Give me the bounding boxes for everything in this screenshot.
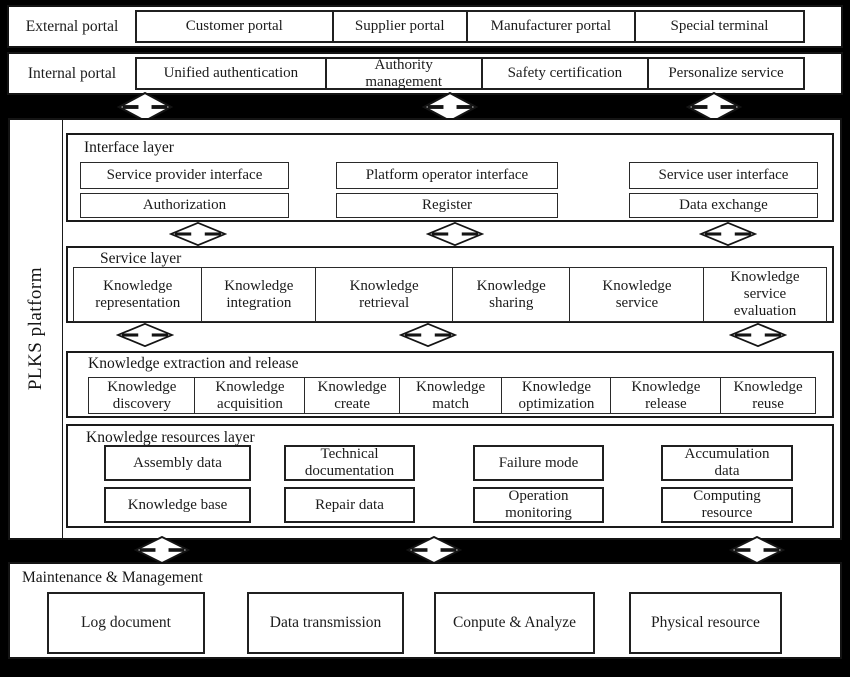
box-knowledge-representation: Knowledge representation <box>73 267 203 322</box>
box-knowledge-create: Knowledge create <box>304 377 401 414</box>
box-authority-management: Authority management <box>324 57 483 90</box>
box-authorization: Authorization <box>80 193 289 218</box>
box-knowledge-integration: Knowledge integration <box>201 267 317 322</box>
service-layer-row: Knowledge representation Knowledge integ… <box>73 267 827 322</box>
box-knowledge-service: Knowledge service <box>569 267 705 322</box>
box-operation-monitoring: Operation monitoring <box>473 487 604 523</box>
external-portal-section: External portal Customer portal Supplier… <box>7 5 843 48</box>
double-arrow-icon <box>729 536 785 564</box>
maintenance-section: Maintenance & Management Log document Da… <box>8 562 842 659</box>
box-knowledge-sharing: Knowledge sharing <box>451 267 571 322</box>
layer-connector-icon <box>729 323 787 347</box>
box-knowledge-retrieval: Knowledge retrieval <box>315 267 454 322</box>
box-service-user-interface: Service user interface <box>629 162 818 189</box>
box-unified-authentication: Unified authentication <box>135 57 327 90</box>
plks-platform-container: PLKS platform Interface layer Service pr… <box>8 118 842 540</box>
double-arrow-icon <box>406 536 462 564</box>
internal-portal-boxes: Unified authentication Authority managem… <box>135 57 805 90</box>
box-manufacturer-portal: Manufacturer portal <box>465 10 636 43</box>
box-conpute-analyze: Conpute & Analyze <box>434 592 595 654</box>
box-register: Register <box>336 193 558 218</box>
internal-portal-label: Internal portal <box>27 64 117 82</box>
box-computing-resource: Computing resource <box>661 487 793 523</box>
layer-connector-icon <box>399 323 457 347</box>
service-layer-label: Service layer <box>100 250 182 267</box>
box-knowledge-acquisition: Knowledge acquisition <box>194 377 306 414</box>
box-safety-certification: Safety certification <box>480 57 649 90</box>
layer-connector-icon <box>169 222 227 246</box>
maintenance-label: Maintenance & Management <box>22 569 203 586</box>
resources-layer-label: Knowledge resources layer <box>86 429 255 446</box>
external-portal-boxes: Customer portal Supplier portal Manufact… <box>135 10 805 43</box>
box-customer-portal: Customer portal <box>135 10 334 43</box>
internal-portal-section: Internal portal Unified authentication A… <box>7 52 843 95</box>
box-knowledge-base: Knowledge base <box>104 487 251 523</box>
box-personalize-service: Personalize service <box>647 57 805 90</box>
box-accumulation-data: Accumulation data <box>661 445 793 481</box>
resources-layer: Knowledge resources layer Assembly data … <box>66 424 834 528</box>
extraction-layer-label: Knowledge extraction and release <box>88 355 299 372</box>
box-knowledge-discovery: Knowledge discovery <box>88 377 196 414</box>
box-service-provider-interface: Service provider interface <box>80 162 289 189</box>
box-knowledge-optimization: Knowledge optimization <box>501 377 612 414</box>
double-arrow-icon <box>134 536 190 564</box>
box-repair-data: Repair data <box>284 487 415 523</box>
service-layer: Service layer Knowledge representation K… <box>66 246 834 323</box>
layer-connector-icon <box>426 222 484 246</box>
extraction-layer-row: Knowledge discovery Knowledge acquisitio… <box>88 377 816 414</box>
box-platform-operator-interface: Platform operator interface <box>336 162 558 189</box>
external-portal-label: External portal <box>25 17 119 35</box>
box-assembly-data: Assembly data <box>104 445 251 481</box>
box-knowledge-service-evaluation: Knowledge service evaluation <box>702 267 827 322</box>
interface-layer-label: Interface layer <box>84 139 174 156</box>
interface-layer: Interface layer Service provider interfa… <box>66 133 834 222</box>
box-failure-mode: Failure mode <box>473 445 604 481</box>
platform-label-column: PLKS platform <box>10 120 63 538</box>
box-knowledge-reuse: Knowledge reuse <box>720 377 816 414</box>
box-knowledge-release: Knowledge release <box>610 377 722 414</box>
box-special-terminal: Special terminal <box>633 10 805 43</box>
box-knowledge-match: Knowledge match <box>398 377 503 414</box>
box-data-transmission: Data transmission <box>247 592 404 654</box>
layer-connector-icon <box>699 222 757 246</box>
platform-title: PLKS platform <box>25 267 46 391</box>
box-physical-resource: Physical resource <box>629 592 782 654</box>
box-log-document: Log document <box>47 592 205 654</box>
box-technical-documentation: Technical documentation <box>284 445 415 481</box>
extraction-layer: Knowledge extraction and release Knowled… <box>66 351 834 418</box>
box-data-exchange: Data exchange <box>629 193 818 218</box>
layer-connector-icon <box>116 323 174 347</box>
box-supplier-portal: Supplier portal <box>331 10 468 43</box>
